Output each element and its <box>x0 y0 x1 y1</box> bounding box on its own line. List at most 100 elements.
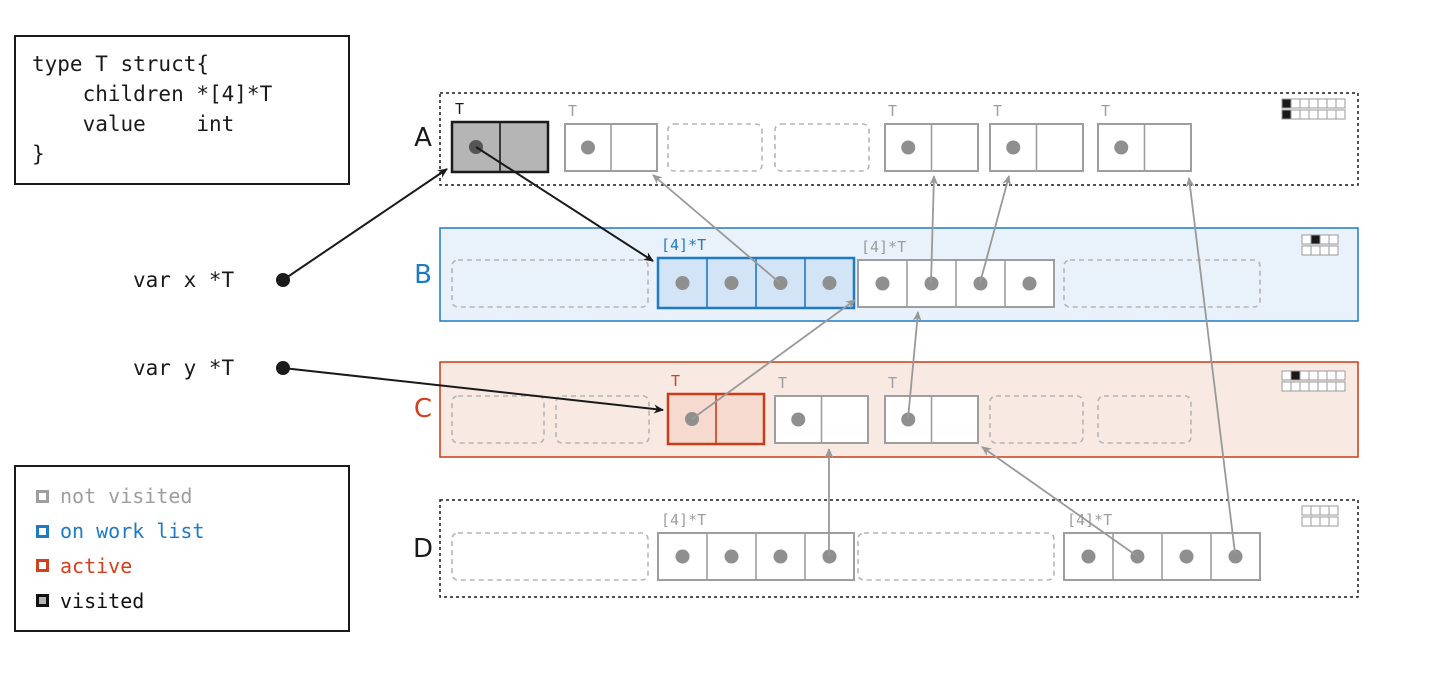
mark-bitmap-cell <box>1299 109 1310 120</box>
mark-bitmap-cell <box>1319 505 1330 516</box>
root-var-label: var x *T <box>133 268 235 292</box>
mark-bitmap-cell <box>1299 370 1310 381</box>
mark-bitmap-cell <box>1310 516 1321 527</box>
not-visited-swatch <box>36 489 49 503</box>
pointer-dot <box>1022 276 1037 291</box>
empty-slot <box>451 532 649 581</box>
mark-bitmap-cell <box>1326 109 1337 120</box>
mark-bitmap-cell <box>1301 505 1312 516</box>
pointer-dot <box>822 549 837 564</box>
pointer-arrow-C-red-object-to-B-gray-array <box>691 299 856 420</box>
mark-bitmap-cell <box>1310 245 1321 256</box>
object-type-tag: [4]*T <box>1067 511 1112 529</box>
pointer-arrow-B-gray-array-to-A-object6 <box>979 175 1011 284</box>
empty-slot <box>1097 395 1192 444</box>
type-definition-code: type T struct{ children *[4]*T value int… <box>32 52 273 166</box>
object-type-tag: T <box>1101 102 1110 120</box>
mark-bitmap-cell <box>1319 245 1330 256</box>
object-type-tag: [4]*T <box>661 511 706 529</box>
mark-bitmap-cell <box>1335 98 1346 109</box>
mark-bitmap-cell <box>1310 234 1321 245</box>
visited-swatch <box>36 594 49 608</box>
pointer-dot <box>675 276 690 290</box>
on-work-list-swatch <box>36 524 49 538</box>
pointer-dot <box>724 276 739 290</box>
pointer-dot <box>924 276 939 291</box>
pointer-arrow-var-x-to-A-object1 <box>282 168 448 281</box>
mark-bitmap-cell <box>1290 381 1301 392</box>
mark-bitmap-cell <box>1328 234 1339 245</box>
row-label-D: D <box>413 534 433 564</box>
mark-bitmap-cell <box>1328 516 1339 527</box>
pointer-arrow-B-blue-array-to-A-object2 <box>652 174 781 284</box>
mark-bitmap-cell <box>1319 234 1330 245</box>
pointer-dot <box>1228 549 1243 564</box>
pointer-dot <box>1179 549 1194 564</box>
mark-bitmap-cell <box>1317 109 1328 120</box>
object-type-tag: T <box>455 100 464 118</box>
pointer-dot <box>724 549 739 564</box>
mark-bitmap-cell <box>1310 505 1321 516</box>
empty-slot <box>451 395 545 444</box>
mark-bitmap-cell <box>1281 109 1292 120</box>
mark-bitmap-cell <box>1308 381 1319 392</box>
legend-label: active <box>60 553 133 578</box>
row-label-A: A <box>414 123 432 153</box>
memory-row-D: D [4]*T [4]*T <box>413 499 1359 598</box>
mark-bitmap-cell <box>1335 370 1346 381</box>
root-var-label: var y *T <box>133 356 235 380</box>
pointer-dot <box>1006 140 1021 155</box>
mark-bitmap-cell <box>1301 234 1312 245</box>
memory-row-B: B [4]*T [4]*T <box>414 227 1359 322</box>
type-definition-box: type T struct{ children *[4]*T value int… <box>14 35 350 185</box>
pointer-dot <box>1130 549 1145 564</box>
pointer-arrow-D-array2-to-C-object3 <box>981 446 1138 557</box>
empty-slot <box>1063 259 1261 308</box>
legend-label: on work list <box>60 519 205 544</box>
empty-slot <box>451 259 649 308</box>
legend-item-visited: visited <box>36 589 348 613</box>
object-type-tag: T <box>888 102 897 120</box>
pointer-arrow-B-gray-array-to-A-object5 <box>929 175 939 284</box>
pointer-dot <box>791 412 806 427</box>
mark-bitmap-cell <box>1328 245 1339 256</box>
mark-bitmap-cell <box>1299 381 1310 392</box>
object-type-tag: T <box>888 374 897 392</box>
object-type-tag: T <box>778 374 787 392</box>
object-type-tag: [4]*T <box>661 236 706 254</box>
pointer-arrow-A-object1-to-B-blue-array <box>475 146 654 262</box>
pointer-dot <box>875 276 890 291</box>
pointer-dot <box>901 412 916 427</box>
pointer-dot <box>773 549 788 564</box>
active-swatch <box>36 559 49 573</box>
pointer-dot <box>581 140 595 155</box>
empty-slot <box>555 395 650 444</box>
mark-bitmap-cell <box>1317 381 1328 392</box>
mark-bitmap-cell <box>1319 516 1330 527</box>
mark-bitmap-cell <box>1290 370 1301 381</box>
legend: not visited on work list active visited <box>14 465 350 632</box>
legend-label: visited <box>60 588 145 613</box>
mark-bitmap-cell <box>1326 370 1337 381</box>
pointer-arrow-var-y-to-C-red-object <box>282 367 664 414</box>
pointer-arrow-D-array2-to-A-object7 <box>1185 177 1236 554</box>
object-type-tag: [4]*T <box>861 238 906 256</box>
root-var-y: var y *T <box>133 356 290 380</box>
mark-bitmap-cell <box>1299 98 1310 109</box>
mark-bitmap-cell <box>1317 98 1328 109</box>
pointer-dot <box>973 276 988 291</box>
legend-item-on-work-list: on work list <box>36 519 348 543</box>
mark-bitmap-cell <box>1281 381 1292 392</box>
mark-bitmap-cell <box>1326 98 1337 109</box>
row-label-B: B <box>414 260 432 290</box>
mark-bitmap-cell <box>1335 381 1346 392</box>
legend-label: not visited <box>60 484 193 509</box>
empty-slot <box>774 123 870 172</box>
pointer-arrow-C-object3-to-B-gray-array <box>907 311 922 420</box>
legend-item-not-visited: not visited <box>36 484 348 508</box>
mark-bitmap-cell <box>1335 109 1346 120</box>
mark-bitmap-cell <box>1290 98 1301 109</box>
